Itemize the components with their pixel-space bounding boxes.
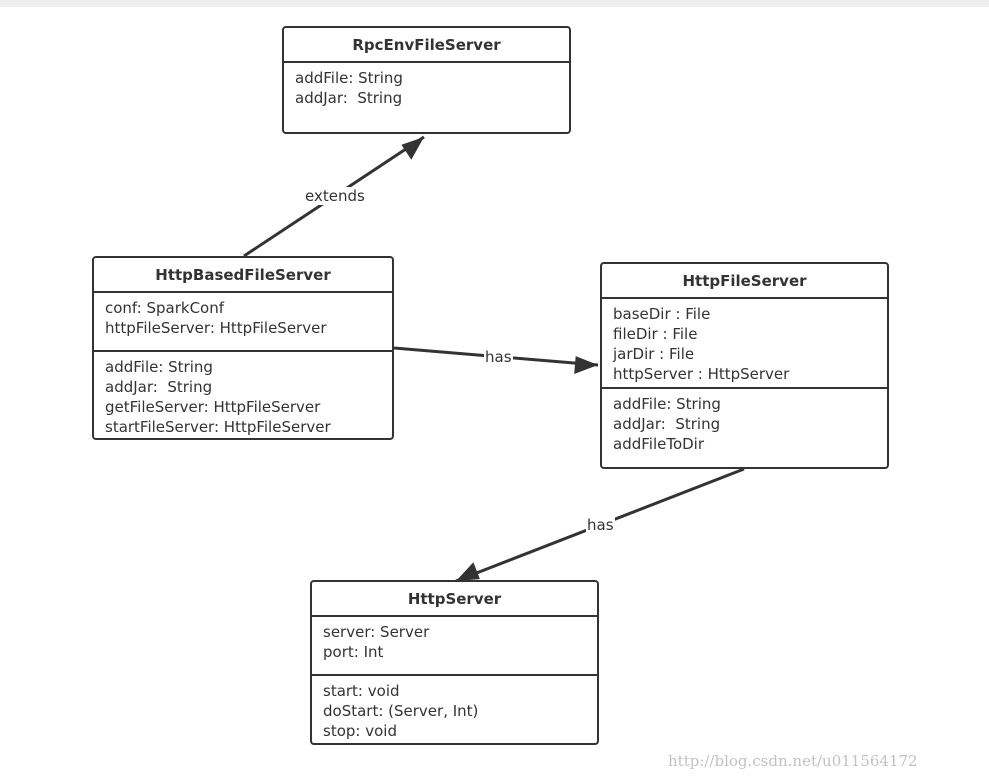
method: getFileServer: HttpFileServer (105, 398, 321, 416)
attribute: httpFileServer: HttpFileServer (105, 319, 327, 337)
attribute: conf: SparkConf (105, 299, 225, 317)
method: addFile: String (295, 69, 403, 87)
method: start: void (323, 682, 400, 700)
class-attributes: server: Server port: Int (312, 617, 597, 674)
has-label-httpfileserver: has (484, 348, 513, 366)
attribute: jarDir : File (613, 345, 695, 363)
method: startFileServer: HttpFileServer (105, 418, 331, 436)
method: addFile: String (105, 358, 213, 376)
class-methods: addFile: String addJar: String getFileSe… (94, 350, 392, 437)
class-methods: addFile: String addJar: String addFileTo… (602, 387, 887, 454)
class-httpbasedfileserver[interactable]: HttpBasedFileServer conf: SparkConf http… (92, 256, 394, 440)
method: addFile: String (613, 395, 721, 413)
attribute: port: Int (323, 643, 384, 661)
class-attributes: conf: SparkConf httpFileServer: HttpFile… (94, 293, 392, 350)
extends-arrowhead (401, 137, 424, 160)
top-strip (0, 0, 989, 7)
attribute: server: Server (323, 623, 430, 641)
method: doStart: (Server, Int) (323, 702, 479, 720)
attribute: fileDir : File (613, 325, 698, 343)
class-name: HttpBasedFileServer (94, 258, 392, 293)
method: addJar: String (613, 415, 721, 433)
method: addFileToDir (613, 435, 705, 453)
class-httpfileserver[interactable]: HttpFileServer baseDir : File fileDir : … (600, 262, 889, 469)
attribute: httpServer : HttpServer (613, 365, 790, 383)
method: addJar: String (105, 378, 213, 396)
method: stop: void (323, 722, 397, 740)
class-name: HttpServer (312, 582, 597, 617)
class-rpcenvfileserver[interactable]: RpcEnvFileServer addFile: String addJar:… (282, 26, 571, 134)
class-name: HttpFileServer (602, 264, 887, 299)
class-attributes: baseDir : File fileDir : File jarDir : F… (602, 299, 887, 387)
has-label-httpserver: has (586, 516, 615, 534)
class-name: RpcEnvFileServer (284, 28, 569, 63)
method: addJar: String (295, 89, 403, 107)
extends-label: extends (304, 187, 366, 205)
has-arrowhead-httpfileserver (574, 356, 598, 374)
class-methods: addFile: String addJar: String (284, 63, 569, 108)
watermark-url: http://blog.csdn.net/u011564172 (668, 752, 918, 770)
class-httpserver[interactable]: HttpServer server: Server port: Int star… (310, 580, 599, 745)
class-methods: start: void doStart: (Server, Int) stop:… (312, 674, 597, 741)
attribute: baseDir : File (613, 305, 711, 323)
has-arrowhead-httpserver (456, 562, 480, 581)
